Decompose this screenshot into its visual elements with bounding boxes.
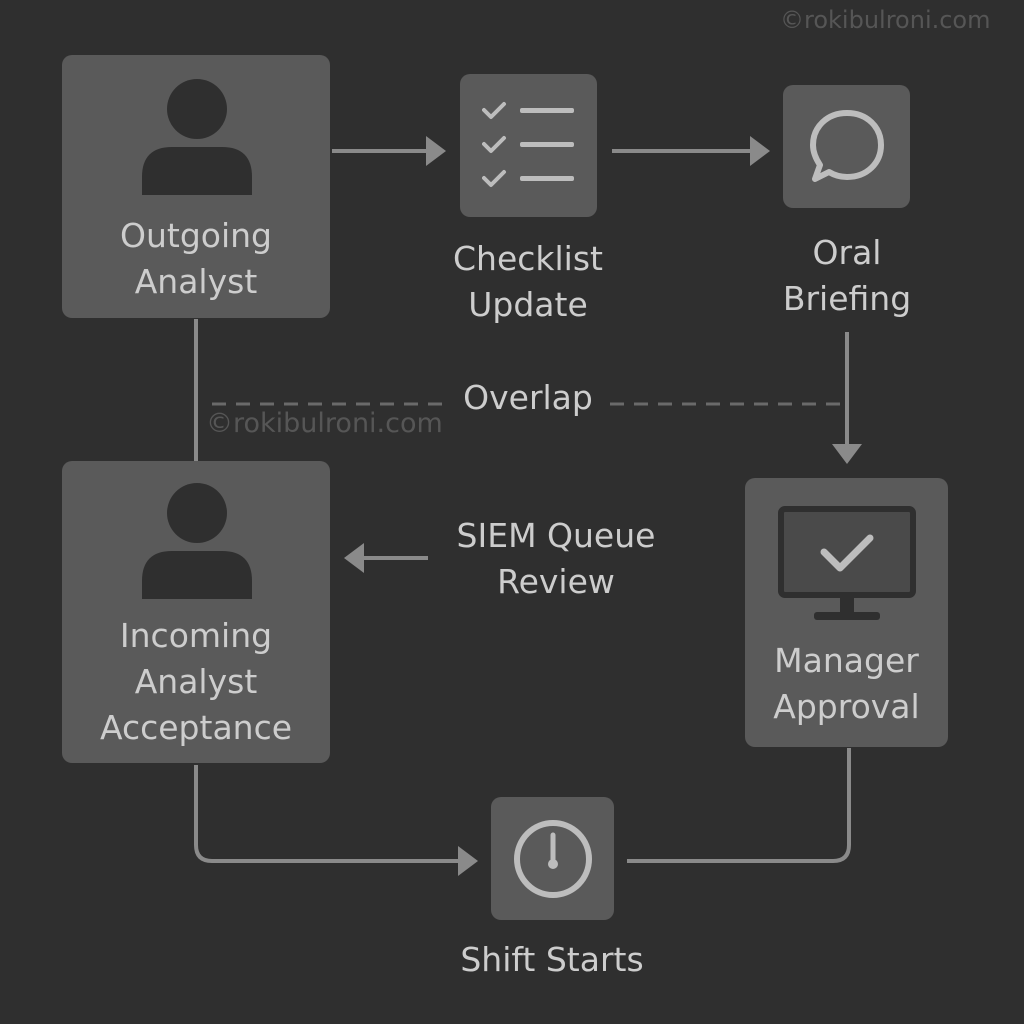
manager-approval-label: Manager Approval: [773, 641, 920, 726]
speech-bubble-icon: [810, 110, 884, 182]
watermark-center: ©rokibulroni.com: [206, 408, 443, 439]
incoming-analyst-acceptance-label: Incoming Analyst Acceptance: [99, 616, 293, 747]
arrowhead-oral-to-manager: [832, 444, 862, 464]
person-icon: [142, 483, 252, 599]
arrowhead-checklist-to-oral: [750, 136, 770, 166]
clock-icon: [514, 820, 592, 898]
checklist-update-label: Checklist Update: [453, 239, 603, 324]
shift-starts-box: [491, 797, 614, 920]
arrowhead-siem-to-incoming: [344, 543, 364, 573]
watermark-top-right: ©rokibulroni.com: [780, 6, 991, 34]
monitor-check-icon: [778, 506, 916, 620]
outgoing-analyst-label: Outgoing Analyst: [120, 216, 272, 301]
person-icon: [142, 79, 252, 195]
overlap-label: Overlap: [463, 378, 593, 417]
arrowhead-incoming-to-shift: [458, 846, 478, 876]
oral-briefing-box: [783, 85, 910, 208]
oral-briefing-label: Oral Briefing: [782, 233, 912, 318]
shift-starts-label: Shift Starts: [460, 940, 644, 979]
siem-queue-review-label: SIEM Queue Review: [456, 516, 656, 601]
outgoing-analyst-box: Outgoing Analyst: [62, 55, 330, 318]
arrow-incoming-to-shift: [194, 765, 470, 863]
checklist-icon: [482, 102, 574, 187]
manager-approval-box: Manager Approval: [745, 478, 948, 747]
arrowhead-outgoing-to-checklist: [426, 136, 446, 166]
line-manager-to-shift: [627, 748, 851, 863]
incoming-analyst-acceptance-box: Incoming Analyst Acceptance: [62, 461, 330, 763]
checklist-update-box: [460, 74, 597, 217]
